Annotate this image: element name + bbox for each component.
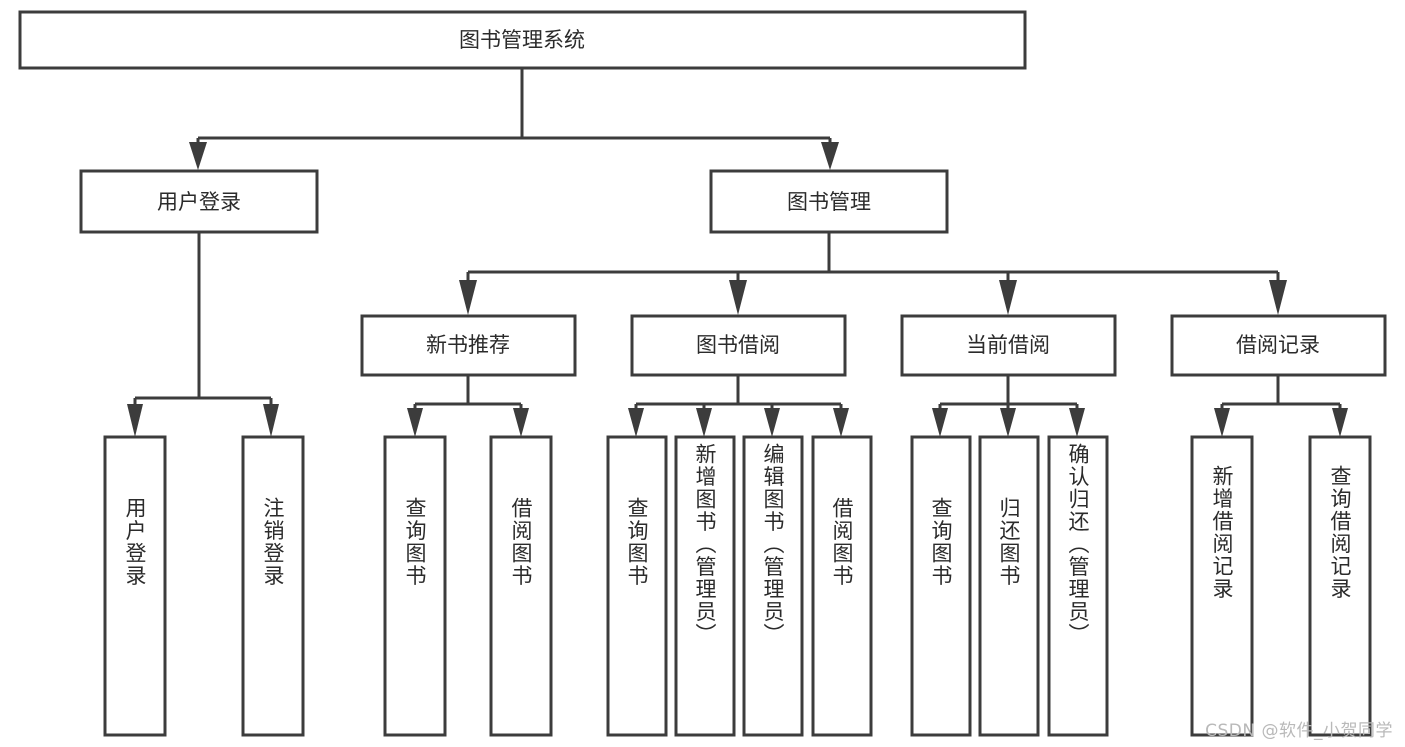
arrow-cb-leaf-2 [1000,408,1016,437]
node-user-login-label: 用户登录 [157,190,241,214]
leaf-box-cb-query-book[interactable] [910,435,972,737]
node-root-box[interactable] [18,10,1027,70]
arrow-to-book-borrow [729,280,747,315]
arrow-bb-leaf-1 [628,408,644,437]
arrow-to-leaf-user-login [127,404,143,437]
leaf-box-bb-add-book[interactable] [674,435,736,737]
node-book-borrow-box[interactable] [630,314,847,377]
leaf-box-bb-borrow-book[interactable] [811,435,873,737]
arrow-cb-leaf-3 [1069,408,1085,437]
node-new-book-recommend-label: 新书推荐 [426,333,510,357]
node-book-borrow-label: 图书借阅 [696,333,780,357]
leaf-box-logout[interactable] [241,435,305,737]
arrow-to-leaf-logout [263,404,279,437]
leaf-box-br-add-record[interactable] [1190,435,1254,737]
node-book-manage-label: 图书管理 [787,190,871,214]
node-current-borrow-box[interactable] [900,314,1117,377]
arrow-to-borrow-record [1269,280,1287,315]
arrow-to-book-manage [821,142,839,170]
leaf-box-bb-query-book[interactable] [606,435,668,737]
arrow-br-leaf-1 [1214,408,1230,437]
arrow-nb-leaf-2 [513,408,529,437]
arrow-nb-leaf-1 [407,408,423,437]
arrow-to-new-book-recommend [459,280,477,315]
leaf-box-cb-confirm-return[interactable] [1047,435,1109,737]
node-current-borrow-label: 当前借阅 [966,333,1050,357]
arrow-to-current-borrow [999,280,1017,315]
arrow-br-leaf-2 [1332,408,1348,437]
node-borrow-record-label: 借阅记录 [1236,333,1320,357]
arrow-bb-leaf-4 [833,408,849,437]
arrow-to-user-login [189,142,207,170]
node-root-label: 图书管理系统 [459,28,585,52]
arrow-bb-leaf-3 [764,408,780,437]
arrow-bb-leaf-2 [696,408,712,437]
leaf-box-nb-query-book[interactable] [383,435,447,737]
node-book-manage-box[interactable] [709,169,949,234]
node-borrow-record-box[interactable] [1170,314,1387,377]
leaf-box-user-login[interactable] [103,435,167,737]
arrow-cb-leaf-1 [932,408,948,437]
leaf-box-bb-edit-book[interactable] [742,435,804,737]
leaf-box-nb-borrow-book[interactable] [489,435,553,737]
leaf-box-cb-return-book[interactable] [978,435,1040,737]
node-new-book-recommend-box[interactable] [360,314,577,377]
leaf-box-br-query-record[interactable] [1308,435,1372,737]
